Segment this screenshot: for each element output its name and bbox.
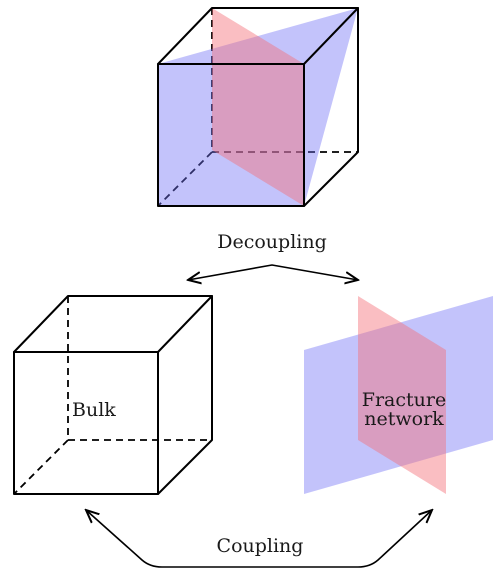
cube-front-face bbox=[157, 63, 305, 207]
fracture-plane-red bbox=[358, 296, 446, 494]
bulk-cube bbox=[13, 295, 213, 495]
cube-hidden-edge bbox=[157, 151, 213, 207]
fracture-network bbox=[304, 296, 493, 494]
fracture-plane-blue bbox=[158, 8, 358, 206]
bulk-front-face bbox=[13, 351, 159, 495]
decoupling-label: Decoupling bbox=[217, 231, 327, 253]
coupling-label: Coupling bbox=[217, 535, 304, 557]
fracture-plane-red bbox=[212, 8, 304, 206]
cube-top-back-edges bbox=[157, 7, 359, 65]
fracture-network-label-line1: Fracture bbox=[362, 389, 446, 411]
coupling-arrow bbox=[86, 510, 432, 568]
cube-right-back-edges bbox=[303, 7, 359, 207]
fracture-network-label-line2: network bbox=[364, 408, 444, 430]
bulk-top-edges bbox=[13, 295, 213, 353]
bulk-hidden-edge bbox=[13, 439, 69, 495]
coupled-domain-cube bbox=[157, 7, 359, 207]
decoupling-arrow bbox=[188, 264, 358, 280]
bulk-right-edges bbox=[157, 295, 213, 495]
bulk-label: Bulk bbox=[72, 399, 116, 421]
fracture-plane-blue bbox=[304, 296, 493, 494]
